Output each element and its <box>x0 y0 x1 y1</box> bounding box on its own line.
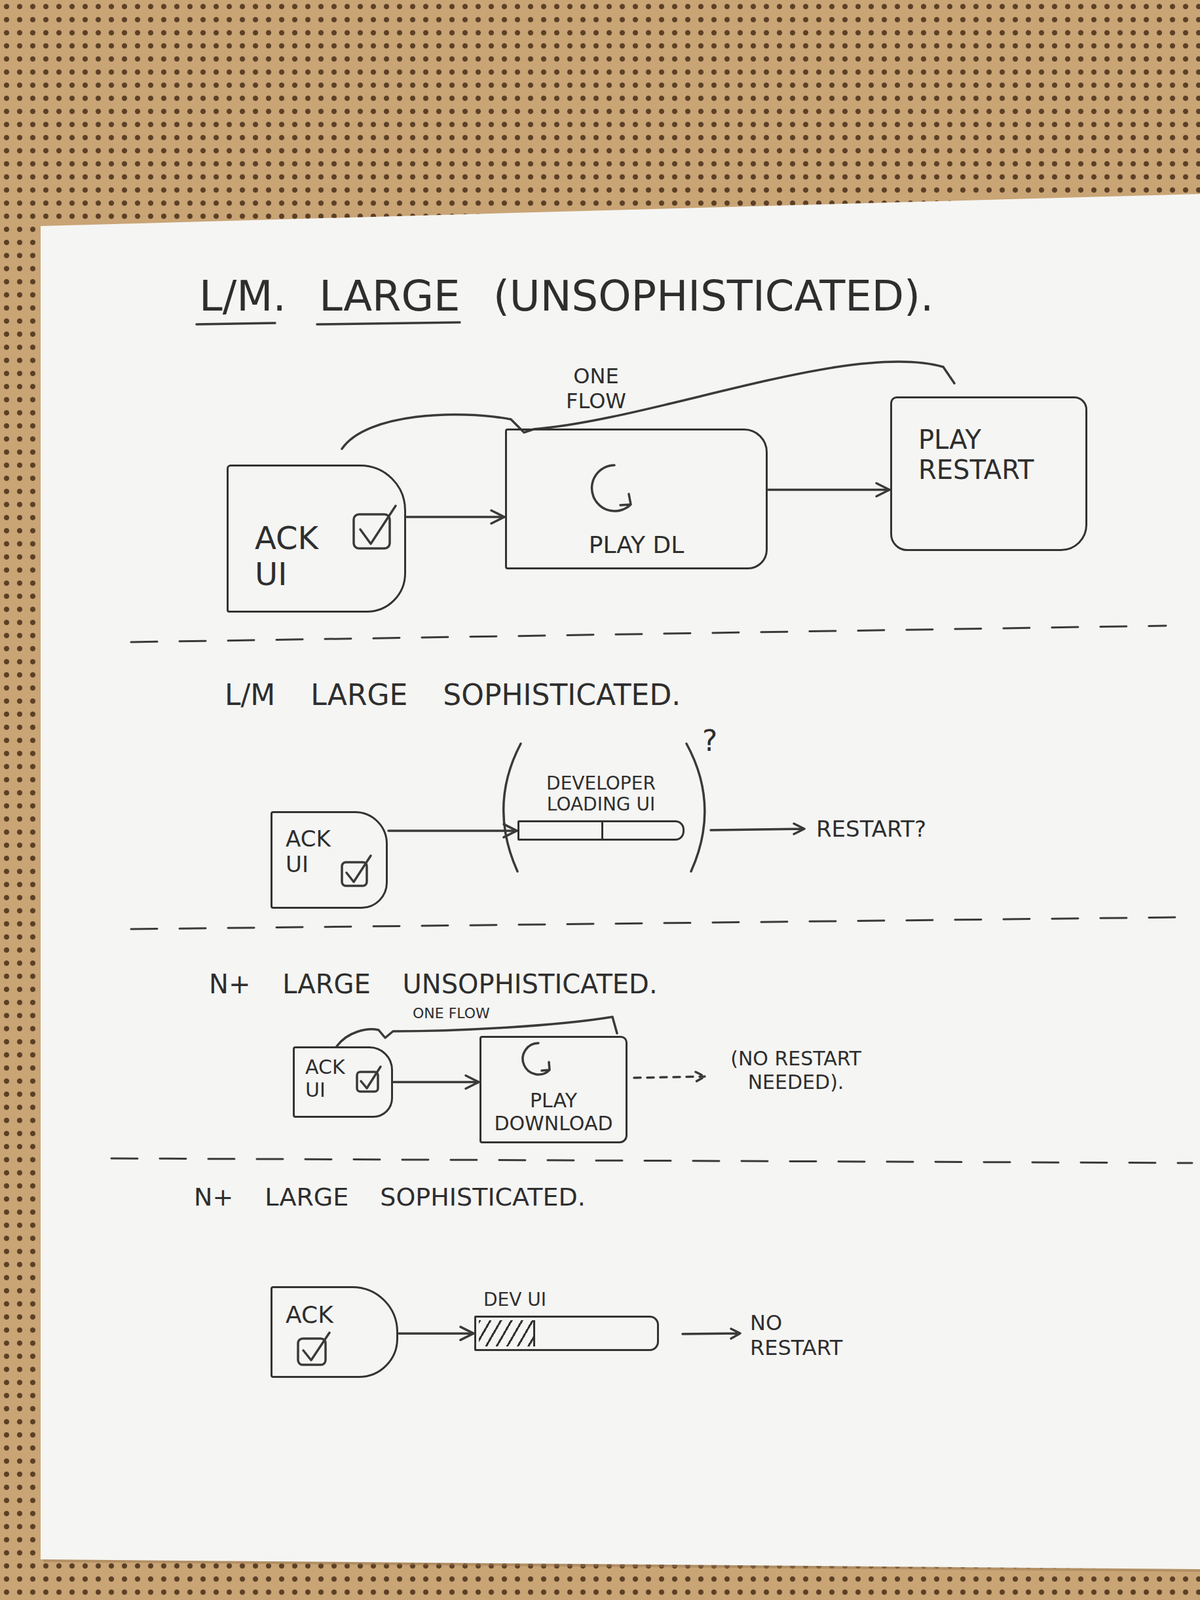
board-title: L/M. LARGE (UNSOPHISTICATED). <box>199 275 934 318</box>
title-underline <box>317 322 460 325</box>
section-heading: N+ LARGE UNSOPHISTICATED. <box>208 968 658 1000</box>
label-text: NO RESTART <box>750 1310 862 1361</box>
progress-bar <box>517 820 685 841</box>
arrow-head <box>465 1075 479 1089</box>
check-mark <box>360 1066 381 1088</box>
check-mark <box>303 1332 330 1360</box>
bracket-paren <box>686 743 705 872</box>
flow-note: ONE FLOW <box>412 1004 490 1022</box>
arrow-head <box>876 483 890 497</box>
label-text: N+ LARGE SOPHISTICATED. <box>193 1182 586 1213</box>
loop-arrow-icon <box>522 1042 550 1075</box>
connector-line <box>406 515 505 519</box>
node-text: ACK UI <box>305 1055 351 1102</box>
bar-divider <box>601 822 604 839</box>
connector-arrow <box>393 1075 479 1089</box>
label-text: (NO RESTART NEEDED). <box>713 1046 878 1094</box>
node-text: ACK UI <box>285 825 334 878</box>
dashed-arrow <box>634 1071 705 1082</box>
ack-box: ACK UI <box>270 810 388 909</box>
outcome-note: NO RESTART <box>750 1310 862 1361</box>
section-divider <box>111 1158 1193 1163</box>
ack-box: ACK UI <box>292 1046 394 1118</box>
loading-bar: DEVELOPER LOADING UI <box>517 772 685 841</box>
label-text: ONE FLOW <box>412 1004 490 1022</box>
section-heading: N+ LARGE SOPHISTICATED. <box>193 1182 586 1213</box>
bracket-paren <box>503 743 521 872</box>
arrow-head <box>503 824 517 838</box>
arrow-head <box>491 510 505 524</box>
label-text: N+ LARGE UNSOPHISTICATED. <box>208 968 658 1000</box>
question-mark: ? <box>702 723 718 759</box>
node-text: ACK UI <box>254 520 326 593</box>
connector-line <box>398 1331 474 1335</box>
process-box: PLAY RESTART <box>890 396 1088 551</box>
arrow-head <box>460 1326 474 1340</box>
flow-note: ONE FLOW <box>556 363 636 414</box>
process-box: PLAY DL <box>505 428 768 570</box>
bar-progress <box>478 1319 536 1347</box>
node-text: PLAY RESTART <box>918 424 1060 485</box>
label-text: ? <box>702 723 718 759</box>
check-mark <box>360 505 396 544</box>
connector-line <box>393 1080 479 1084</box>
section-divider <box>131 625 1166 642</box>
node-text: PLAY DL <box>588 531 685 559</box>
connector-arrow <box>406 510 505 524</box>
connector-arrow <box>768 483 890 497</box>
section-divider <box>131 917 1180 929</box>
outcome-note: RESTART? <box>816 815 927 843</box>
process-box: PLAY DOWNLOAD <box>479 1035 628 1144</box>
label-text: L/M LARGE SOPHISTICATED. <box>224 677 681 713</box>
ack-box: ACK <box>270 1285 399 1378</box>
flow-bracket <box>341 361 955 449</box>
node-text: PLAY DOWNLOAD <box>487 1089 619 1135</box>
loading-bar: DEV UI <box>474 1289 669 1351</box>
outcome-note: (NO RESTART NEEDED). <box>713 1046 878 1094</box>
title-text: L/M. LARGE (UNSOPHISTICATED). <box>199 275 934 318</box>
node-text: DEV UI <box>483 1289 547 1311</box>
check-mark <box>346 855 371 882</box>
whiteboard <box>40 193 1200 1569</box>
plain-arrow <box>682 1328 741 1339</box>
label-text: RESTART? <box>816 815 927 843</box>
section-heading: L/M LARGE SOPHISTICATED. <box>224 677 681 713</box>
node-text: ACK <box>285 1300 334 1328</box>
connector-line <box>768 488 890 492</box>
progress-bar <box>474 1315 659 1351</box>
ack-box: ACK UI <box>226 464 407 613</box>
node-text: DEVELOPER LOADING UI <box>517 772 685 815</box>
title-underline <box>196 322 276 325</box>
connector-arrow <box>388 824 517 838</box>
plain-arrow <box>710 823 805 834</box>
label-text: ONE FLOW <box>556 363 636 414</box>
connector-arrow <box>398 1326 474 1340</box>
loop-arrow-icon <box>592 465 631 511</box>
connector-line <box>388 829 517 832</box>
